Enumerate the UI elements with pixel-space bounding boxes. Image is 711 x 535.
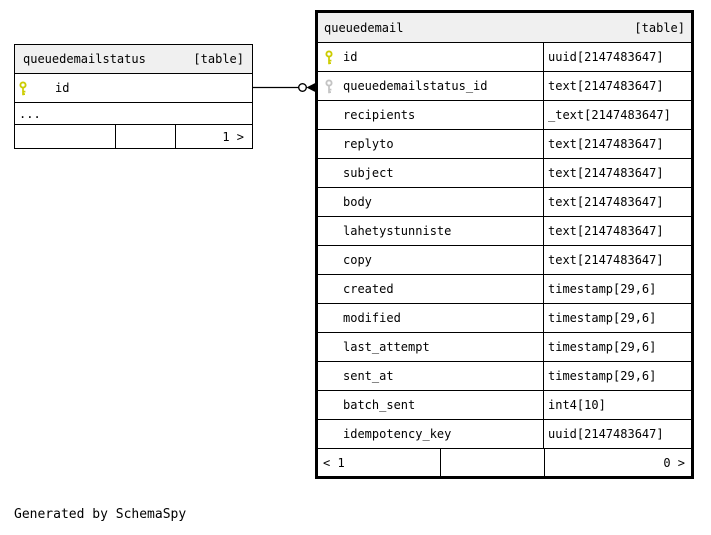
column-name-cell: idempotency_key — [318, 420, 544, 448]
column-name: batch_sent — [343, 398, 416, 412]
key-slot-empty — [325, 137, 333, 152]
column-type: int4[10] — [548, 398, 606, 412]
column-row-body: body text[2147483647] — [318, 188, 691, 217]
column-name-cell: created — [318, 275, 544, 303]
arrowhead-icon — [306, 83, 315, 92]
column-row-queuedemailstatus_id: queuedemailstatus_id text[2147483647] — [318, 72, 691, 101]
table-queuedemailstatus: queuedemailstatus [table] id ... 1 > — [14, 44, 253, 149]
column-type: text[2147483647] — [548, 166, 664, 180]
table-type-tag: [table] — [193, 52, 244, 66]
table-pager: < 1 0 > — [318, 449, 691, 476]
column-name-cell: sent_at — [318, 362, 544, 390]
column-type: _text[2147483647] — [548, 108, 671, 122]
column-row-last_attempt: last_attempt timestamp[29,6] — [318, 333, 691, 362]
table-name: queuedemail — [324, 20, 404, 35]
column-row-copy: copy text[2147483647] — [318, 246, 691, 275]
column-row-modified: modified timestamp[29,6] — [318, 304, 691, 333]
column-row-subject: subject text[2147483647] — [318, 159, 691, 188]
key-slot-empty — [325, 369, 333, 384]
column-type: uuid[2147483647] — [548, 50, 664, 64]
key-slot-empty — [325, 398, 333, 413]
column-row-created: created timestamp[29,6] — [318, 275, 691, 304]
pager-cell-empty — [441, 449, 545, 476]
column-name-cell: id — [318, 43, 544, 71]
column-type: text[2147483647] — [548, 253, 664, 267]
generator-credit: Generated by SchemaSpy — [14, 507, 187, 522]
key-slot-empty — [325, 340, 333, 355]
column-name: created — [343, 282, 394, 296]
pager-cell-empty — [116, 125, 176, 148]
key-slot-empty — [325, 253, 333, 268]
column-type: uuid[2147483647] — [548, 427, 664, 441]
column-type: text[2147483647] — [548, 195, 664, 209]
column-name: idempotency_key — [343, 427, 452, 441]
column-type: timestamp[29,6] — [548, 311, 657, 325]
table-type-tag: [table] — [634, 20, 685, 35]
column-name: lahetystunniste — [343, 224, 452, 238]
column-type: text[2147483647] — [548, 224, 664, 238]
key-slot-empty — [325, 311, 333, 326]
column-name-cell: replyto — [318, 130, 544, 158]
column-name-cell: subject — [318, 159, 544, 187]
hidden-columns-indicator: ... — [15, 103, 252, 125]
column-name-cell: recipients — [318, 101, 544, 129]
column-name-cell: modified — [318, 304, 544, 332]
foreign-key-icon — [325, 78, 333, 94]
key-slot-empty — [325, 108, 333, 123]
pager-related-next[interactable]: 1 > — [222, 129, 244, 144]
column-name: copy — [343, 253, 372, 267]
key-slot-empty — [325, 224, 333, 239]
pager-related-next[interactable]: 0 > — [663, 455, 685, 470]
table-header-queuedemail[interactable]: queuedemail [table] — [318, 13, 691, 43]
column-row-id: id uuid[2147483647] — [318, 43, 691, 72]
key-slot-empty — [325, 195, 333, 210]
column-type: text[2147483647] — [548, 79, 664, 93]
column-name-cell: queuedemailstatus_id — [318, 72, 544, 100]
column-name: queuedemailstatus_id — [343, 79, 488, 93]
column-name: last_attempt — [343, 340, 430, 354]
table-pager: 1 > — [15, 125, 252, 148]
table-queuedemail: queuedemail [table] id uuid[2147483647] qu… — [315, 10, 694, 479]
column-name-cell: batch_sent — [318, 391, 544, 419]
column-name: sent_at — [343, 369, 394, 383]
column-name: modified — [343, 311, 401, 325]
pager-related-prev[interactable]: < 1 — [318, 449, 441, 476]
column-row-replyto: replyto text[2147483647] — [318, 130, 691, 159]
key-slot-empty — [325, 427, 333, 442]
column-name-cell: copy — [318, 246, 544, 274]
column-type: timestamp[29,6] — [548, 340, 657, 354]
column-name: id — [343, 50, 358, 64]
pager-cell-empty — [15, 125, 116, 148]
column-row-id: id — [15, 74, 252, 103]
key-slot-empty — [325, 282, 333, 297]
column-name-cell: lahetystunniste — [318, 217, 544, 245]
column-type: timestamp[29,6] — [548, 282, 657, 296]
column-name: recipients — [343, 108, 416, 122]
column-name: body — [343, 195, 372, 209]
column-type: timestamp[29,6] — [548, 369, 657, 383]
column-row-sent_at: sent_at timestamp[29,6] — [318, 362, 691, 391]
column-name-cell: body — [318, 188, 544, 216]
table-header-queuedemailstatus[interactable]: queuedemailstatus [table] — [15, 45, 252, 74]
column-type: text[2147483647] — [548, 137, 664, 151]
column-name: replyto — [343, 137, 394, 151]
primary-key-icon — [19, 80, 27, 96]
cardinality-circle-icon — [298, 82, 308, 92]
column-name: id — [55, 81, 70, 95]
column-row-idempotency_key: idempotency_key uuid[2147483647] — [318, 420, 691, 449]
column-row-batch_sent: batch_sent int4[10] — [318, 391, 691, 420]
primary-key-icon — [325, 49, 333, 65]
column-row-lahetystunniste: lahetystunniste text[2147483647] — [318, 217, 691, 246]
fk-relationship-connector — [252, 82, 315, 92]
column-name: subject — [343, 166, 394, 180]
column-row-recipients: recipients _text[2147483647] — [318, 101, 691, 130]
key-slot-empty — [325, 166, 333, 181]
column-name-cell: last_attempt — [318, 333, 544, 361]
table-name: queuedemailstatus — [23, 52, 146, 66]
